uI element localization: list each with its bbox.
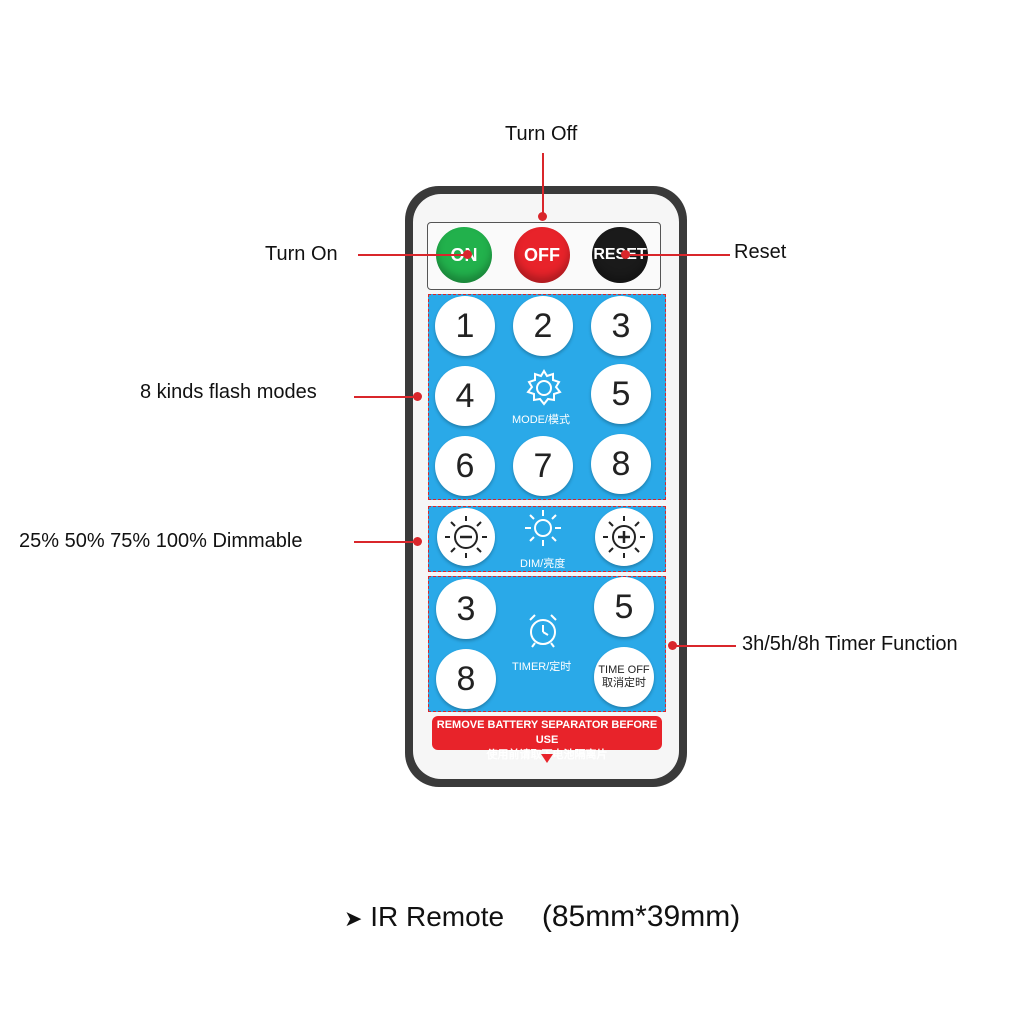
mode-8-button[interactable]: 8 [591,434,651,494]
timer-3h-button[interactable]: 3 [436,579,496,639]
time-off-label-en: TIME OFF [598,664,650,676]
flash-modes-leader [354,396,418,398]
banner-line-en: REMOVE BATTERY SEPARATOR BEFORE USE [436,719,658,746]
timer-8h-button[interactable]: 8 [436,649,496,709]
reset-leader [626,254,730,256]
caption-title: IR Remote [370,901,505,932]
mode-1-button[interactable]: 1 [435,296,495,356]
dim-down-button[interactable] [437,508,495,566]
reset-dot [621,250,630,259]
mode-3-button[interactable]: 3 [591,296,651,356]
dim-label: DIM/亮度 [520,558,566,570]
mode-4-button[interactable]: 4 [435,366,495,426]
callout-turn-on: Turn On [265,243,338,265]
caption: ➤ IR Remote (85mm*39mm) [344,900,740,934]
mode-2-button[interactable]: 2 [513,296,573,356]
alarm-clock-icon [529,614,557,648]
timer-5h-button[interactable]: 5 [594,577,654,637]
turn-on-dot [463,250,472,259]
battery-warning-banner: REMOVE BATTERY SEPARATOR BEFORE USE 使用前请… [432,716,662,761]
dimmable-dot [413,537,422,546]
dim-down-icon [445,516,487,558]
dim-up-icon [603,516,645,558]
turn-off-leader [542,153,544,213]
dim-up-button[interactable] [595,508,653,566]
gear-icon [526,369,562,406]
caption-size: (85mm*39mm) [541,900,741,933]
timer-leader [672,645,736,647]
callout-timer: 3h/5h/8h Timer Function [742,633,958,655]
brightness-icon [525,510,561,546]
timer-dot [668,641,677,650]
turn-on-leader [358,254,466,256]
callout-reset: Reset [734,241,787,263]
callout-flash-modes: 8 kinds flash modes [140,381,317,403]
timer-label: TIMER/定时 [512,661,572,673]
mode-5-button[interactable]: 5 [591,364,651,424]
dimmable-leader [354,541,418,543]
callout-dimmable: 25% 50% 75% 100% Dimmable [19,530,303,552]
mode-7-button[interactable]: 7 [513,436,573,496]
caption-arrow-icon: ➤ [344,906,363,931]
off-button[interactable]: OFF [514,227,570,283]
callout-turn-off: Turn Off [505,123,578,145]
turn-off-dot [538,212,547,221]
flash-modes-dot [413,392,422,401]
mode-label: MODE/模式 [512,414,571,426]
down-arrow-icon [541,754,553,763]
time-off-label-cn: 取消定时 [602,677,646,689]
mode-6-button[interactable]: 6 [435,436,495,496]
time-off-button[interactable]: TIME OFF 取消定时 [594,647,654,707]
